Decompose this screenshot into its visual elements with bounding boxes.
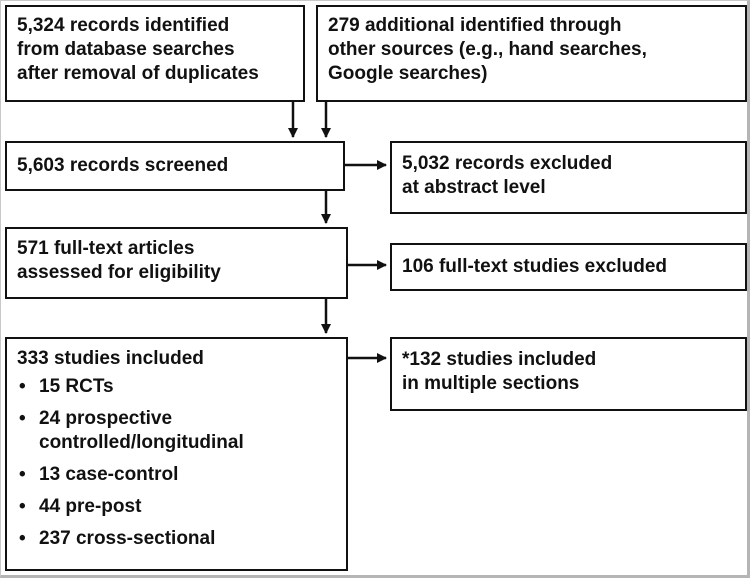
bullet-icon: • — [19, 376, 26, 397]
excluded-abstract-text: 5,032 records excluded at abstract level — [402, 153, 613, 198]
list-item: •13 case-control — [19, 464, 179, 485]
multiple-sections-text: *132 studies included in multiple sectio… — [402, 349, 597, 394]
fulltext-assessed-text: 571 full-text articles assessed for elig… — [17, 238, 221, 283]
studies-included-title: 333 studies included — [17, 348, 204, 369]
records-screened-text: 5,603 records screened — [17, 155, 229, 176]
list-item: •237 cross-sectional — [19, 528, 216, 549]
identified-other-text: 279 additional identified through other … — [328, 15, 647, 84]
box-excluded-abstract: 5,032 records excluded at abstract level — [390, 141, 747, 214]
bullet-icon: • — [19, 496, 26, 517]
bullet-icon: • — [19, 464, 26, 485]
box-records-screened: 5,603 records screened — [5, 141, 345, 191]
box-identified-database: 5,324 records identified from database s… — [5, 5, 305, 102]
bullet-icon: • — [19, 408, 26, 429]
identified-database-text: 5,324 records identified from database s… — [17, 15, 259, 84]
list-item: •44 pre-post — [19, 496, 142, 517]
fulltext-excluded-text: 106 full-text studies excluded — [402, 256, 668, 277]
box-fulltext-excluded: 106 full-text studies excluded — [390, 243, 747, 291]
list-item: •24 prospective controlled/longitudinal — [19, 408, 244, 453]
included-breakdown-list: •15 RCTs •24 prospective controlled/long… — [17, 375, 336, 551]
box-identified-other-sources: 279 additional identified through other … — [316, 5, 747, 102]
box-studies-included: 333 studies included •15 RCTs •24 prospe… — [5, 337, 348, 571]
box-multiple-sections: *132 studies included in multiple sectio… — [390, 337, 747, 411]
list-item: •15 RCTs — [19, 376, 114, 397]
bullet-icon: • — [19, 528, 26, 549]
box-fulltext-assessed: 571 full-text articles assessed for elig… — [5, 227, 348, 299]
